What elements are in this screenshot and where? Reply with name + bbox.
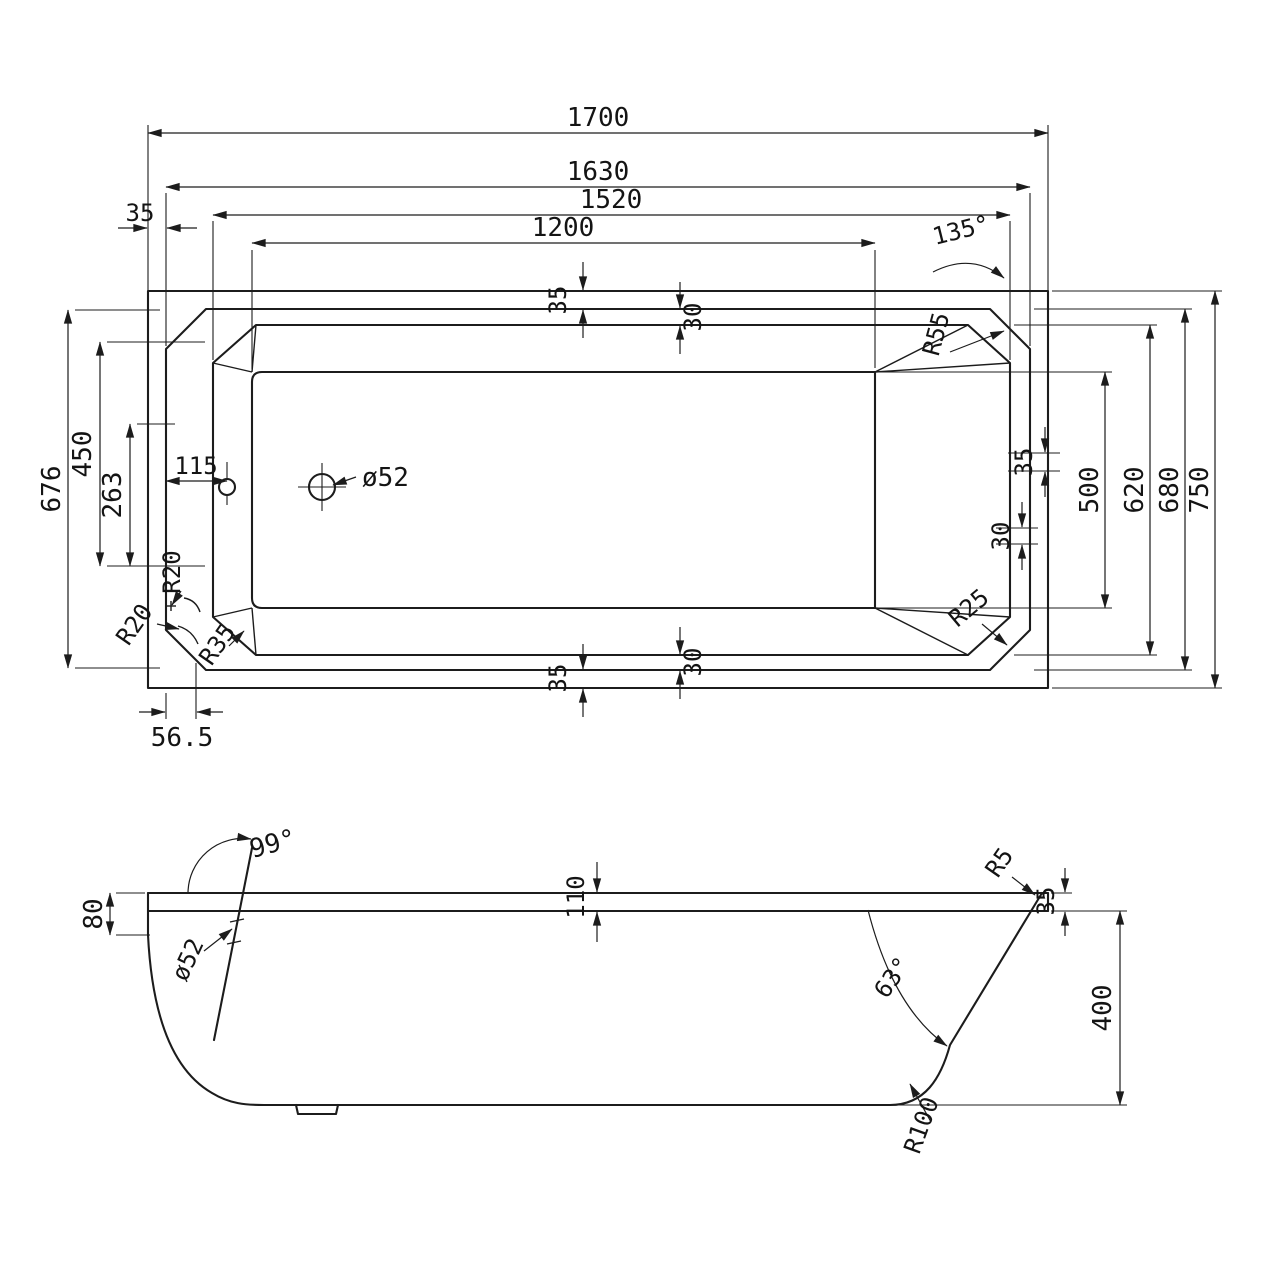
dim-r20-a: R20 [158,550,186,593]
top-view: 1700 1630 1520 1200 35 135° 676 450 263 … [37,103,1222,753]
dim-35-side: 35 [1032,887,1060,916]
dim-r55: R55 [917,309,955,358]
dim-angle-99: 99° [246,824,299,865]
dim-rim-35-bottom: 35 [544,664,572,693]
dim-rim-30-bottom: 30 [679,648,707,677]
top-view-extension-lines [75,125,1222,719]
dim-500: 500 [1075,467,1105,514]
dim-750: 750 [1185,467,1215,514]
side-view-outlines [146,846,1050,1116]
dim-1520: 1520 [580,185,643,215]
dim-r35: R35 [194,619,242,671]
dim-80: 80 [79,898,109,929]
dim-1700: 1700 [567,103,630,133]
dim-56-5: 56.5 [151,723,214,753]
dim-400: 400 [1088,985,1118,1032]
dim-1630: 1630 [567,157,630,187]
dim-620: 620 [1120,467,1150,514]
dim-rim-35-top: 35 [544,286,572,315]
dim-r5: R5 [980,843,1020,883]
dim-drain-diameter: ø52 [362,463,409,493]
side-view-extension-lines [116,892,1127,1106]
dim-110: 110 [562,875,590,918]
dim-680: 680 [1155,467,1185,514]
dim-gap-35-right: 35 [1010,448,1038,477]
top-view-outlines [146,289,1050,690]
dim-rim-30-top: 30 [679,303,707,332]
top-view-dimension-lines [63,128,1220,717]
dim-r25: R25 [943,583,994,632]
top-view-leaders [156,262,1008,647]
dim-gap-30-right: 30 [987,522,1015,551]
dim-r20-b: R20 [111,599,159,651]
backrest-slope-line [212,846,254,1042]
drain-and-overflow [217,463,346,511]
side-view-leaders [203,876,1036,1123]
side-view: 99° 80 ø52 110 R5 35 400 63° R100 [79,824,1127,1158]
dim-450: 450 [68,431,98,478]
dim-drain-side: ø52 [166,934,210,985]
side-view-dimension-lines [105,832,1125,1106]
tub-foot [294,1103,340,1116]
dim-115: 115 [174,452,217,480]
dim-1200: 1200 [532,213,595,243]
dim-angle-63: 63° [869,952,917,1004]
dim-263: 263 [98,472,128,519]
side-view-labels: 99° 80 ø52 110 R5 35 400 63° R100 [79,824,1118,1158]
dim-676: 676 [37,466,67,513]
dim-angle-135: 135° [930,210,993,251]
dim-35-left: 35 [126,199,155,227]
